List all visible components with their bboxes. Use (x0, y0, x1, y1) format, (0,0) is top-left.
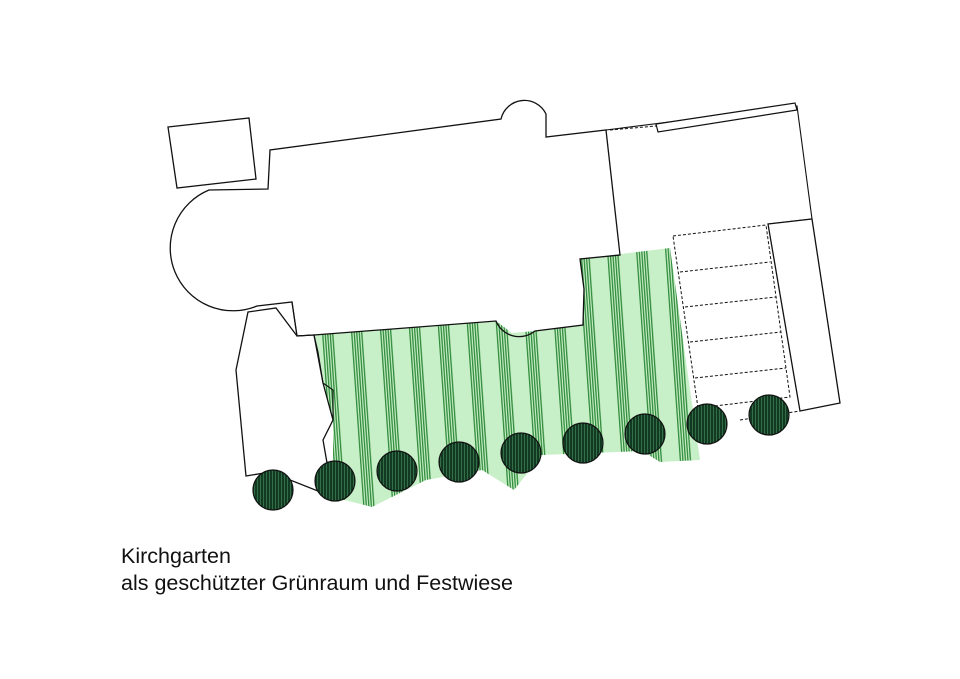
plan-caption: Kirchgarten als geschützter Grünraum und… (121, 543, 513, 597)
tree-canopy-icon (438, 441, 480, 483)
tree-canopy-icon (252, 469, 294, 511)
tree-canopy-icon (500, 432, 542, 474)
annex-step-detail (291, 301, 334, 420)
narrow-bar-building (655, 102, 798, 133)
yard-dashed-line (609, 125, 657, 131)
tree-row (252, 394, 790, 511)
caption-title: Kirchgarten (121, 544, 231, 568)
tree-canopy-icon (686, 403, 728, 445)
right-long-building (767, 218, 841, 412)
tree-canopy-icon (562, 422, 604, 464)
small-building (167, 117, 257, 189)
tree-canopy-icon (748, 394, 790, 436)
church-garden-lawn (314, 248, 700, 507)
parking-area (672, 224, 801, 421)
tree-canopy-icon (376, 450, 418, 492)
church-building (169, 99, 621, 338)
caption-subtitle: als geschützter Grünraum und Festwiese (121, 571, 513, 595)
tree-canopy-icon (624, 413, 666, 455)
tree-canopy-icon (314, 460, 356, 502)
annex-building (235, 307, 334, 499)
